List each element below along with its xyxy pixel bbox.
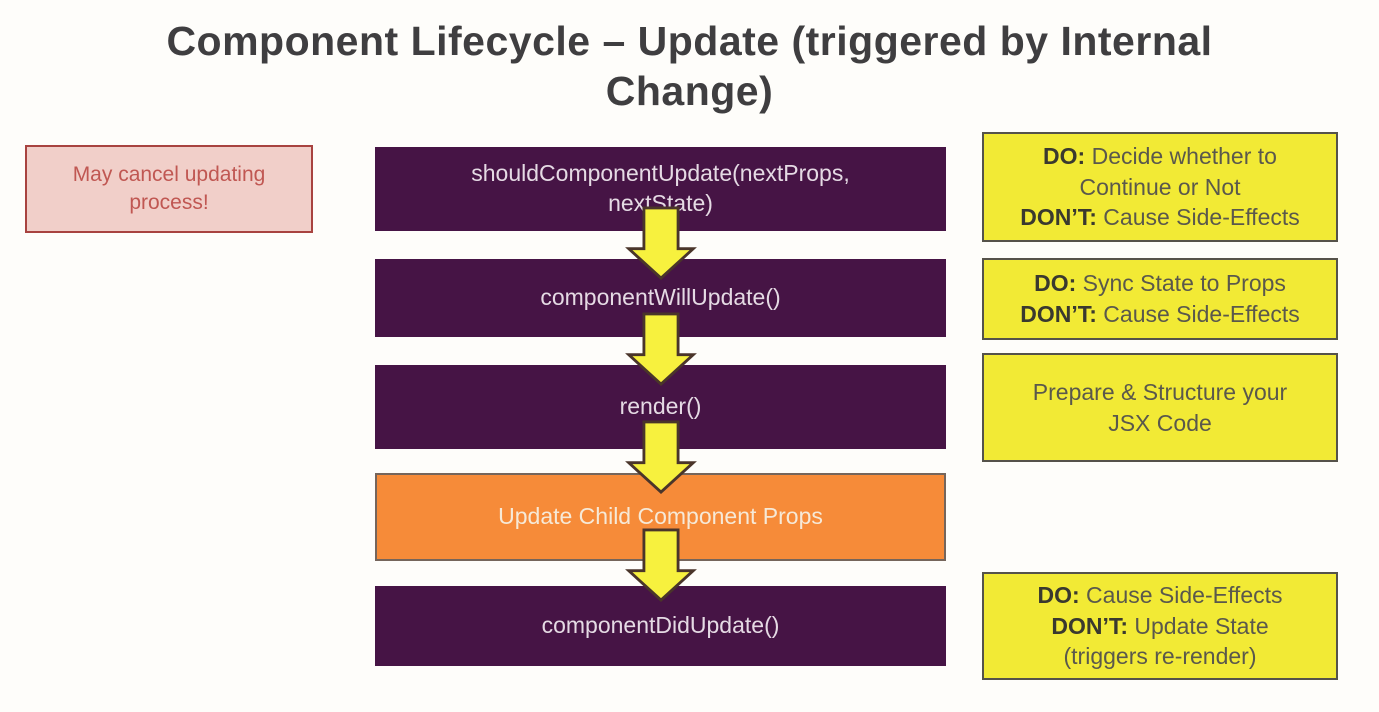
- annotation-text: Prepare & Structure your: [1032, 378, 1288, 405]
- cancel-note-box: May cancel updating process!: [25, 145, 313, 233]
- dont-label: DON’T:: [1020, 204, 1097, 231]
- annotation-box-render: Prepare & Structure your JSX Code: [982, 353, 1338, 462]
- annotation-line: Prepare & Structure your: [1033, 377, 1287, 408]
- annotation-text: Sync State to Props: [1076, 270, 1286, 297]
- annotation-line: JSX Code: [1108, 408, 1212, 439]
- cancel-note-label: May cancel updating process!: [72, 162, 266, 214]
- annotation-text: Cause Side-Effects: [1079, 582, 1283, 609]
- annotation-text: Cause Side-Effects: [1096, 301, 1300, 327]
- do-label: DO:: [1043, 143, 1086, 170]
- annotation-line: (triggers re-render): [1064, 641, 1257, 672]
- flow-box-label: componentDidUpdate(): [541, 612, 780, 639]
- page-title: Component Lifecycle – Update (triggered …: [0, 16, 1379, 116]
- annotation-line: Continue or Not: [1079, 172, 1240, 203]
- flow-box-label: componentWillUpdate(): [540, 284, 781, 311]
- annotation-line: DO: Cause Side-Effects: [1037, 580, 1282, 611]
- flow-arrow-down-icon: [625, 312, 697, 386]
- page-title-line2: Change): [605, 68, 774, 115]
- flow-box-label: render(): [619, 393, 702, 420]
- annotation-line: DON’T: Cause Side-Effects: [1020, 299, 1300, 330]
- annotation-text: Cause Side-Effects: [1096, 204, 1300, 231]
- flow-arrow-down-icon: [625, 420, 697, 494]
- do-label: DO:: [1037, 582, 1080, 609]
- annotation-text: Update State: [1128, 612, 1269, 639]
- annotation-text: JSX Code: [1108, 409, 1212, 436]
- flow-box-label: shouldComponentUpdate(nextProps, nextSta…: [471, 160, 850, 216]
- annotation-line: DON’T: Cause Side-Effects: [1020, 202, 1300, 233]
- annotation-text: (triggers re-render): [1063, 643, 1257, 670]
- flow-box-label: Update Child Component Props: [498, 503, 823, 530]
- annotation-line: DO: Sync State to Props: [1034, 268, 1286, 299]
- page-title-line1: Component Lifecycle – Update (triggered …: [166, 18, 1213, 64]
- annotation-text: Decide whether to: [1085, 143, 1277, 170]
- annotation-box-componentDidUpdate: DO: Cause Side-Effects DON’T: Update Sta…: [982, 572, 1338, 680]
- flow-arrow-down-icon: [625, 206, 697, 280]
- dont-label: DON’T:: [1051, 612, 1128, 639]
- annotation-box-componentWillUpdate: DO: Sync State to Props DON’T: Cause Sid…: [982, 258, 1338, 340]
- flow-arrow-down-icon: [625, 528, 697, 602]
- annotation-box-shouldComponentUpdate: DO: Decide whether to Continue or Not DO…: [982, 132, 1338, 242]
- annotation-text: Continue or Not: [1079, 173, 1241, 200]
- dont-label: DON’T:: [1020, 301, 1097, 327]
- do-label: DO:: [1034, 270, 1077, 297]
- annotation-line: DO: Decide whether to: [1043, 141, 1277, 172]
- annotation-line: DON’T: Update State: [1051, 611, 1268, 642]
